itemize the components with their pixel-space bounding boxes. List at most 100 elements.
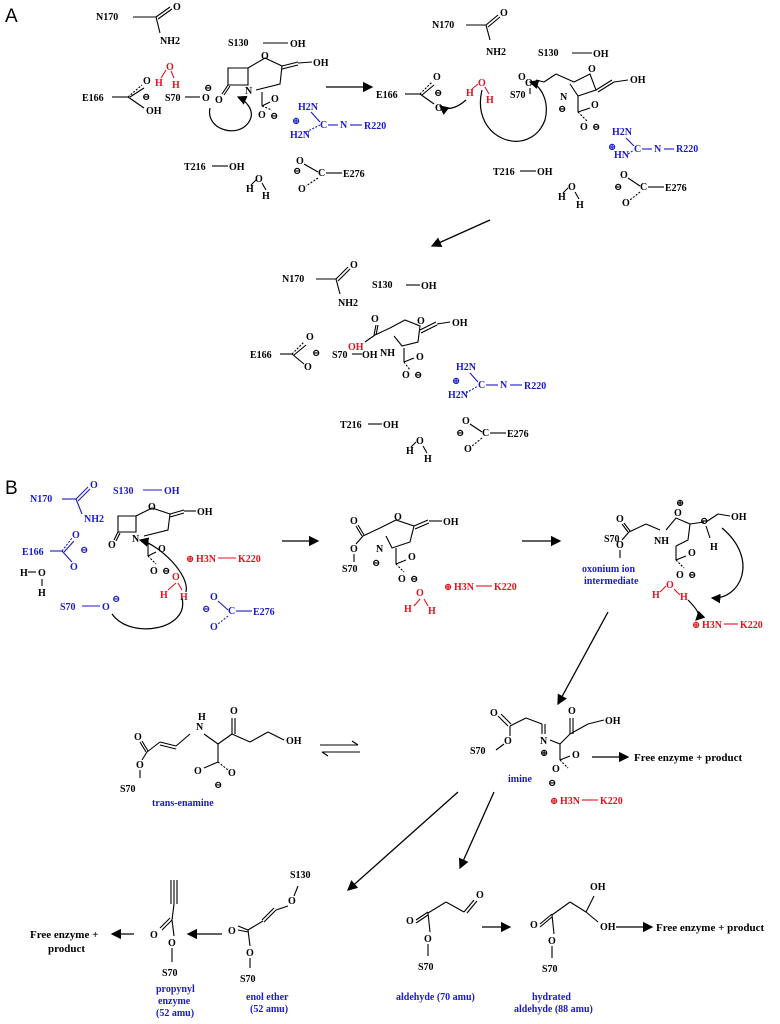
atom-oh: OH bbox=[197, 507, 213, 518]
atom-c: C bbox=[320, 120, 327, 131]
atom-o: O bbox=[530, 920, 538, 931]
atom-oh: OH bbox=[362, 350, 378, 361]
atom-oh: OH bbox=[286, 736, 302, 747]
charge-minus: ⊖ bbox=[372, 558, 380, 569]
atom-o: O bbox=[548, 936, 556, 947]
atom-o: O bbox=[168, 938, 176, 949]
residue-s70: S70 bbox=[60, 602, 76, 613]
propynyl-enzyme-structure: O O S70 propynyl enzyme (52 amu) bbox=[150, 880, 195, 1019]
atom-c: C bbox=[634, 144, 641, 155]
atom-o: O bbox=[568, 706, 576, 717]
water-h: H bbox=[160, 590, 168, 601]
atom-o: O bbox=[572, 750, 580, 761]
charge-minus: ⊖ bbox=[80, 545, 88, 556]
residue-e166: E166 bbox=[22, 547, 44, 558]
atom-o: O bbox=[150, 930, 158, 941]
atom-o: O bbox=[134, 732, 142, 743]
charge-minus: ⊖ bbox=[614, 182, 622, 193]
arrow-b3-to-imine bbox=[557, 611, 609, 706]
atom-oh: OH bbox=[313, 58, 329, 69]
enol-ether-structure: S130 O O O S70 enol ether (52 amu) bbox=[228, 870, 311, 1015]
free-enzyme-product-3: Free enzyme + product bbox=[656, 922, 765, 934]
residue-t216: T216 bbox=[340, 420, 362, 431]
atom-oh: OH bbox=[630, 75, 646, 86]
charge-plus: ⊕ bbox=[550, 796, 558, 807]
atom-h2n: H2N bbox=[298, 102, 319, 113]
residue-n170: N170 bbox=[432, 20, 454, 31]
residue-s130: S130 bbox=[113, 486, 134, 497]
atom-c: C bbox=[478, 380, 485, 391]
aldehyde-label: aldehyde (70 amu) bbox=[396, 992, 475, 1003]
atom-o: O bbox=[408, 552, 416, 563]
equilibrium-arrows bbox=[320, 740, 360, 757]
charge-minus: ⊖ bbox=[202, 604, 210, 615]
charge-minus: ⊖ bbox=[558, 104, 566, 115]
atom-o: O bbox=[688, 548, 696, 559]
water-o: O bbox=[478, 78, 486, 89]
charge-minus: ⊖ bbox=[410, 574, 418, 585]
panel-b-acyl-enzyme: O O S70 O OH N ⊖ O O ⊖ O H H ⊕ H3N K220 bbox=[342, 512, 517, 617]
water-h: H bbox=[652, 590, 660, 601]
atom-o: O bbox=[261, 51, 269, 62]
water-h: H bbox=[576, 200, 584, 211]
atom-n: N bbox=[654, 144, 662, 155]
residue-s70: S70 bbox=[418, 962, 434, 973]
atom-c: C bbox=[228, 606, 235, 617]
charge-minus: ⊖ bbox=[204, 83, 212, 94]
atom-o: O bbox=[552, 764, 560, 775]
residue-s70: S70 bbox=[165, 93, 181, 104]
residue-r220: R220 bbox=[676, 144, 698, 155]
enol-ether-label-line2: (52 amu) bbox=[250, 1004, 288, 1015]
water-o: O bbox=[416, 588, 424, 599]
residue-s70: S70 bbox=[120, 784, 136, 795]
atom-n: N bbox=[196, 722, 204, 733]
atom-o: O bbox=[258, 110, 266, 121]
charge-minus: ⊖ bbox=[700, 516, 708, 527]
atom-o: O bbox=[406, 916, 414, 927]
atom-o: O bbox=[296, 156, 304, 167]
atom-o: O bbox=[148, 502, 156, 513]
atom-o: O bbox=[616, 514, 624, 525]
free-enzyme-product-1: Free enzyme + product bbox=[634, 752, 743, 764]
water-o: O bbox=[416, 436, 424, 447]
water-o: O bbox=[666, 580, 674, 591]
atom-h: H bbox=[198, 712, 206, 723]
propynyl-label-line3: (52 amu) bbox=[156, 1008, 194, 1019]
atom-o: O bbox=[674, 508, 682, 519]
residue-e276: E276 bbox=[665, 183, 687, 194]
atom-oh: OH bbox=[605, 716, 621, 727]
charge-minus: ⊖ bbox=[162, 566, 170, 577]
atom-o: O bbox=[464, 444, 472, 455]
atom-o: O bbox=[350, 544, 358, 555]
atom-c: C bbox=[640, 182, 647, 193]
water-h: H bbox=[466, 88, 474, 99]
hydrated-label-line1: hydrated bbox=[532, 992, 571, 1003]
atom-o: O bbox=[620, 170, 628, 181]
atom-oh: OH bbox=[600, 922, 616, 933]
charge-plus: ⊕ bbox=[676, 498, 684, 509]
atom-n: N bbox=[560, 92, 568, 103]
atom-oh: OH bbox=[731, 512, 747, 523]
panel-b-oxonium-intermediate: O O S70 NH O ⊕ ⊖ OH H O O ⊖ H O H oxoniu… bbox=[582, 498, 763, 631]
atom-n: N bbox=[245, 86, 253, 97]
atom-o: O bbox=[202, 93, 210, 104]
residue-s130: S130 bbox=[290, 870, 311, 881]
water-h: H bbox=[262, 191, 270, 202]
water-h: H bbox=[246, 184, 254, 195]
water-o: O bbox=[166, 62, 174, 73]
atom-oh: OH bbox=[383, 420, 399, 431]
charge-plus: ⊕ bbox=[608, 142, 616, 153]
water-h: H bbox=[428, 606, 436, 617]
residue-n170: N170 bbox=[282, 274, 304, 285]
arrow-a2-to-a3 bbox=[430, 219, 491, 248]
water-h: H bbox=[155, 78, 163, 89]
water-h: H bbox=[424, 454, 432, 465]
residue-n170: N170 bbox=[30, 494, 52, 505]
atom-o: O bbox=[136, 760, 144, 771]
charge-minus: ⊖ bbox=[112, 594, 120, 605]
free-enzyme-product-2-line1: Free enzyme + bbox=[30, 929, 98, 941]
residue-s70: S70 bbox=[604, 534, 620, 545]
atom-hn: HN bbox=[614, 150, 630, 161]
residue-s70: S70 bbox=[162, 968, 178, 979]
